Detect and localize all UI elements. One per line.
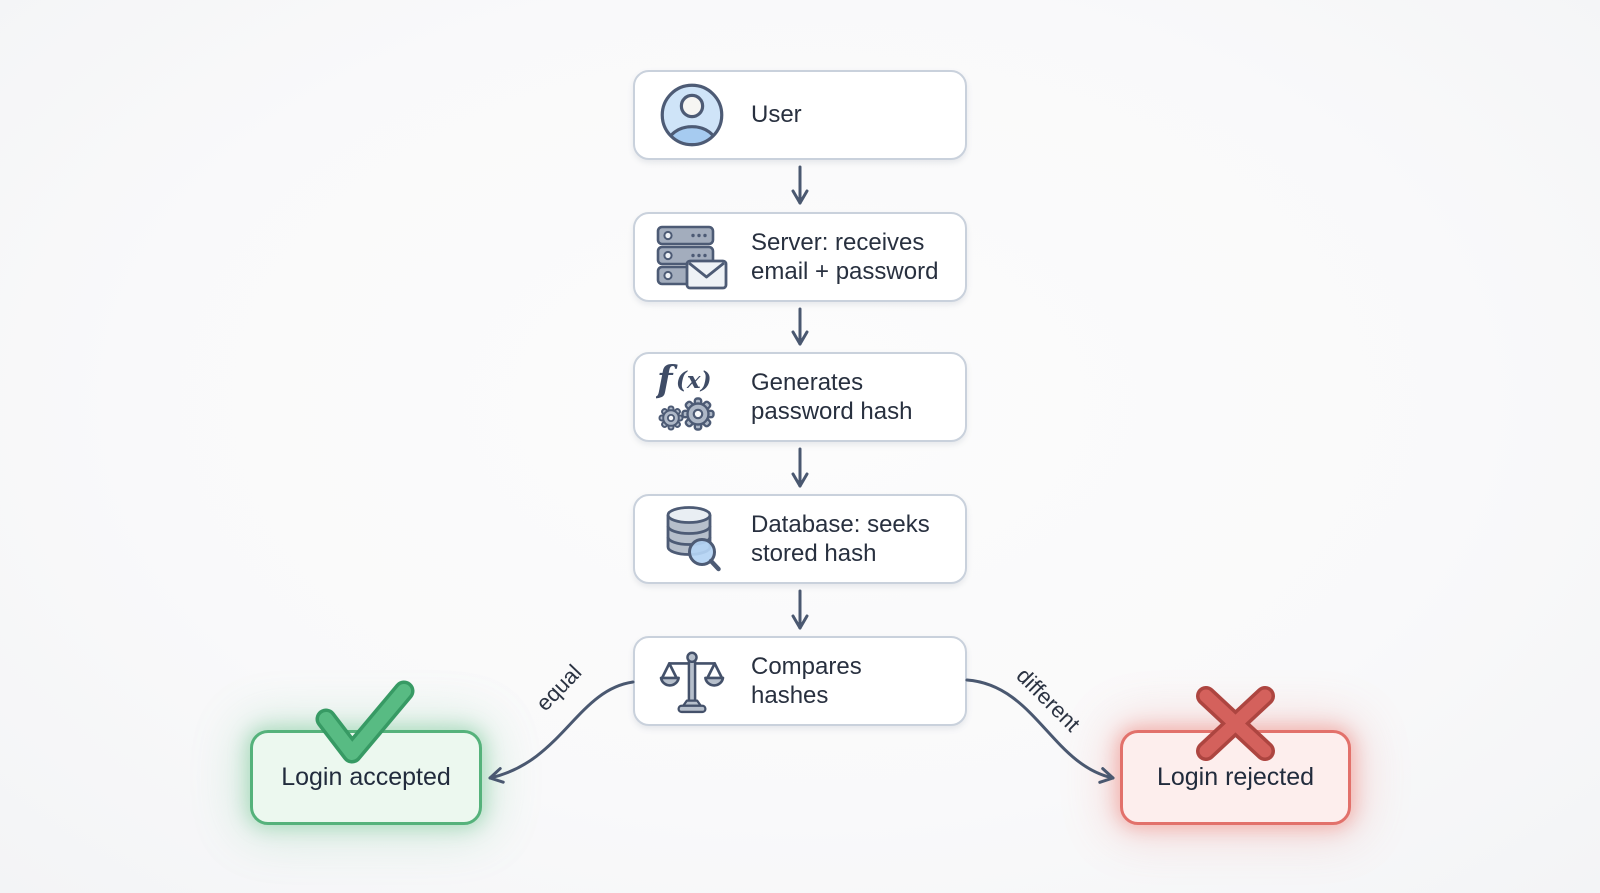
outcome-login-rejected: Login rejected (1120, 730, 1351, 825)
node-label: Database: seeks stored hash (751, 510, 930, 567)
node-label: Generates password hash (751, 368, 913, 425)
node-label: Server: receives email + password (751, 228, 939, 285)
node-label: Compares hashes (751, 652, 862, 709)
outcome-login-accepted: Login accepted (250, 730, 482, 825)
user-avatar-icon (655, 81, 729, 149)
node-user: User (633, 70, 967, 160)
node-hash: f (x) (633, 352, 967, 442)
edge-label-equal: equal (530, 659, 587, 716)
svg-text:(x): (x) (676, 367, 711, 394)
outcome-label: Login rejected (1156, 763, 1315, 791)
balance-scale-icon (655, 648, 729, 714)
edge-label-different: different (1011, 662, 1086, 737)
hash-function-gears-icon: f (x) (655, 361, 729, 433)
node-database: Database: seeks stored hash (633, 494, 967, 584)
svg-text:f: f (656, 361, 678, 401)
database-search-icon (655, 503, 729, 575)
outcome-label: Login accepted (281, 763, 451, 791)
node-server: Server: receives email + password (633, 212, 967, 302)
server-mail-icon (655, 223, 729, 291)
node-label: User (751, 101, 802, 129)
node-compare: Compares hashes (633, 636, 967, 726)
